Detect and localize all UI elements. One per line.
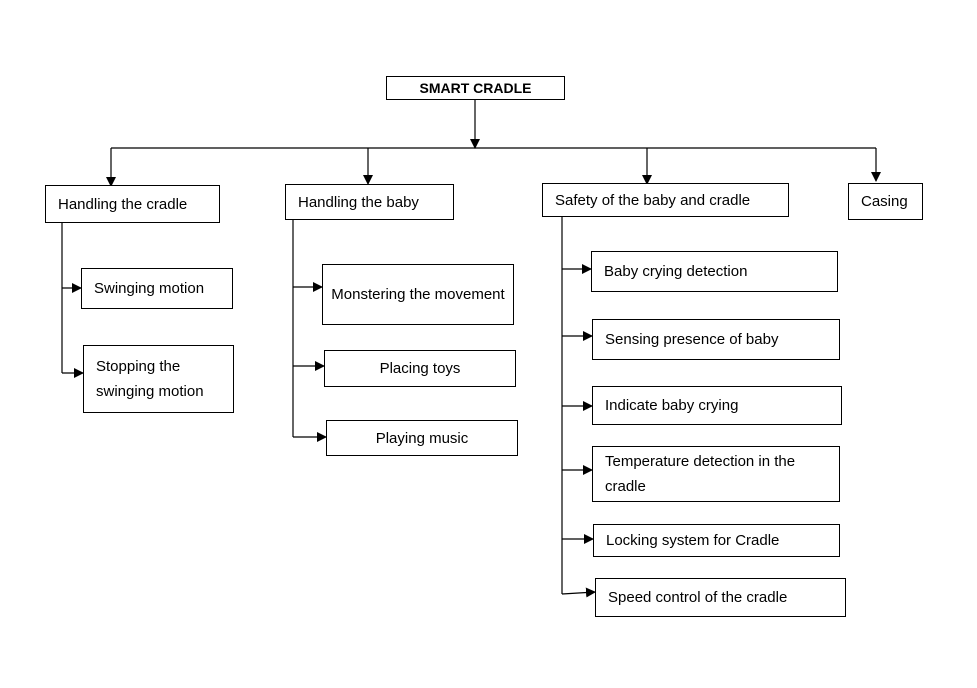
leaf-sensing-presence-label: Sensing presence of baby xyxy=(605,331,779,348)
leaf-monstering-movement: Monstering the movement xyxy=(322,264,514,325)
leaf-speed-control-label: Speed control of the cradle xyxy=(608,589,788,606)
leaf-stopping-swinging-label: Stopping the swinging motion xyxy=(96,358,204,400)
category-safety-label: Safety of the baby and cradle xyxy=(555,191,751,209)
leaf-monstering-movement-label: Monstering the movement xyxy=(331,286,505,303)
leaf-locking-system: Locking system for Cradle xyxy=(593,524,840,557)
category-handling-baby-label: Handling the baby xyxy=(298,193,419,211)
category-safety: Safety of the baby and cradle xyxy=(542,183,789,217)
leaf-playing-music: Playing music xyxy=(326,420,518,456)
leaf-indicate-crying-label: Indicate baby crying xyxy=(605,397,739,414)
leaf-placing-toys: Placing toys xyxy=(324,350,516,387)
leaf-speed-control: Speed control of the cradle xyxy=(595,578,846,617)
leaf-temperature-detection: Temperature detection in the cradle xyxy=(592,446,840,502)
leaf-baby-crying-detection: Baby crying detection xyxy=(591,251,838,292)
leaf-placing-toys-label: Placing toys xyxy=(379,360,461,377)
category-casing-label: Casing xyxy=(861,193,908,210)
category-handling-cradle: Handling the cradle xyxy=(45,185,220,223)
category-handling-baby: Handling the baby xyxy=(285,184,454,220)
leaf-sensing-presence: Sensing presence of baby xyxy=(592,319,840,360)
leaf-indicate-crying: Indicate baby crying xyxy=(592,386,842,425)
category-casing: Casing xyxy=(848,183,923,220)
leaf-swinging-motion-label: Swinging motion xyxy=(94,280,205,297)
category-handling-cradle-label: Handling the cradle xyxy=(58,195,188,213)
leaf-locking-system-label: Locking system for Cradle xyxy=(606,532,780,549)
leaf-baby-crying-detection-label: Baby crying detection xyxy=(604,263,748,280)
root-node: SMART CRADLE xyxy=(386,76,565,100)
leaf-playing-music-label: Playing music xyxy=(375,429,469,447)
safety-branch-6 xyxy=(561,587,596,598)
leaf-swinging-motion: Swinging motion xyxy=(81,268,233,309)
root-node-label: SMART CRADLE xyxy=(419,79,532,96)
leaf-temperature-detection-label: Temperature detection in the cradle xyxy=(605,453,796,495)
leaf-stopping-swinging: Stopping the swinging motion xyxy=(83,345,234,413)
